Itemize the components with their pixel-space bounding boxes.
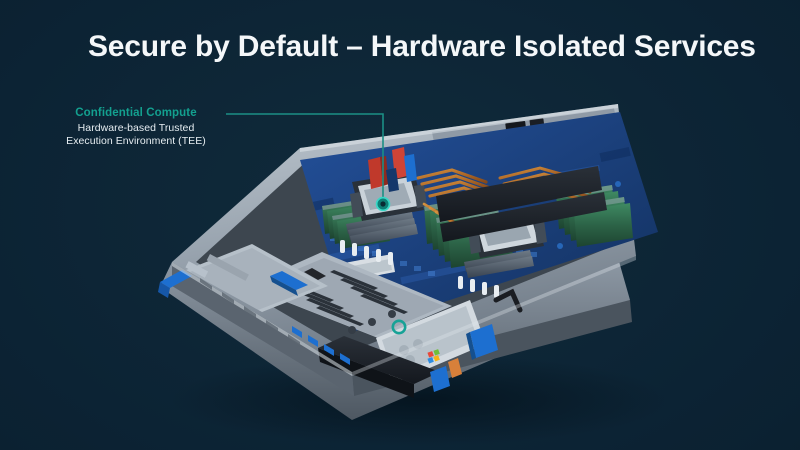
callout-confidential-compute: Confidential Compute Hardware-based Trus… [40, 106, 232, 148]
callout-subtitle-line1: Hardware-based Trusted [77, 122, 195, 134]
callout-subtitle-line2: Execution Environment (TEE) [66, 135, 206, 147]
page-title: Secure by Default – Hardware Isolated Se… [88, 30, 756, 63]
callout-label: Confidential Compute [75, 107, 197, 119]
